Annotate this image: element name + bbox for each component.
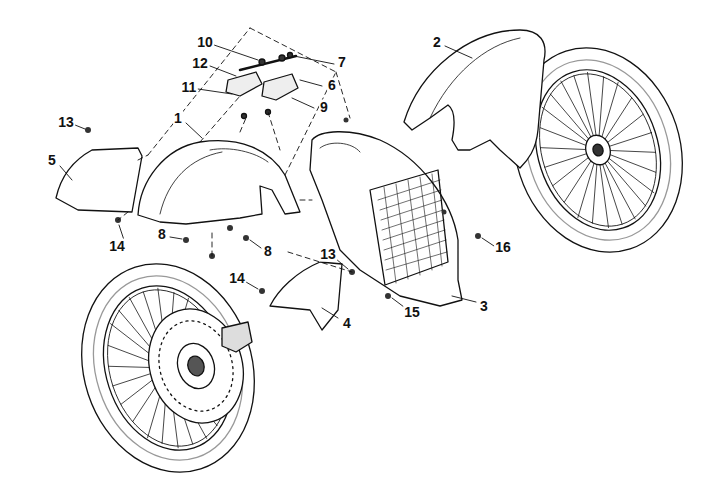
bracket [262,74,298,100]
callout-number: 8 [157,227,167,242]
callout-number: 11 [181,80,198,95]
radiator-grille [370,170,448,285]
callout-number: 8 [263,244,273,259]
callout-number: 13 [319,247,337,262]
side-panel-right [270,262,342,330]
callout-number: 5 [47,153,57,168]
callout-number: 13 [57,115,75,130]
callout-number: 15 [403,305,421,320]
front-fender [138,141,300,224]
callout-number: 4 [342,316,352,331]
screws [85,118,481,300]
callout-number: 7 [337,55,347,70]
callout-number: 1 [173,111,183,126]
rod [240,56,296,70]
side-panel-left [56,148,142,212]
callout-number: 14 [108,239,126,254]
callout-number: 2 [432,35,442,50]
callout-number: 14 [228,271,246,286]
callout-number: 10 [196,35,214,50]
callout-number: 12 [191,56,209,71]
rear-fender [404,30,545,168]
front-wheel [55,241,280,479]
callout-number: 3 [479,299,489,314]
brake-disc [134,297,257,436]
callout-number: 16 [494,240,512,255]
callout-number: 6 [327,78,337,93]
callout-number: 9 [319,100,329,115]
bracket [226,72,262,96]
brake-caliper [222,322,252,352]
